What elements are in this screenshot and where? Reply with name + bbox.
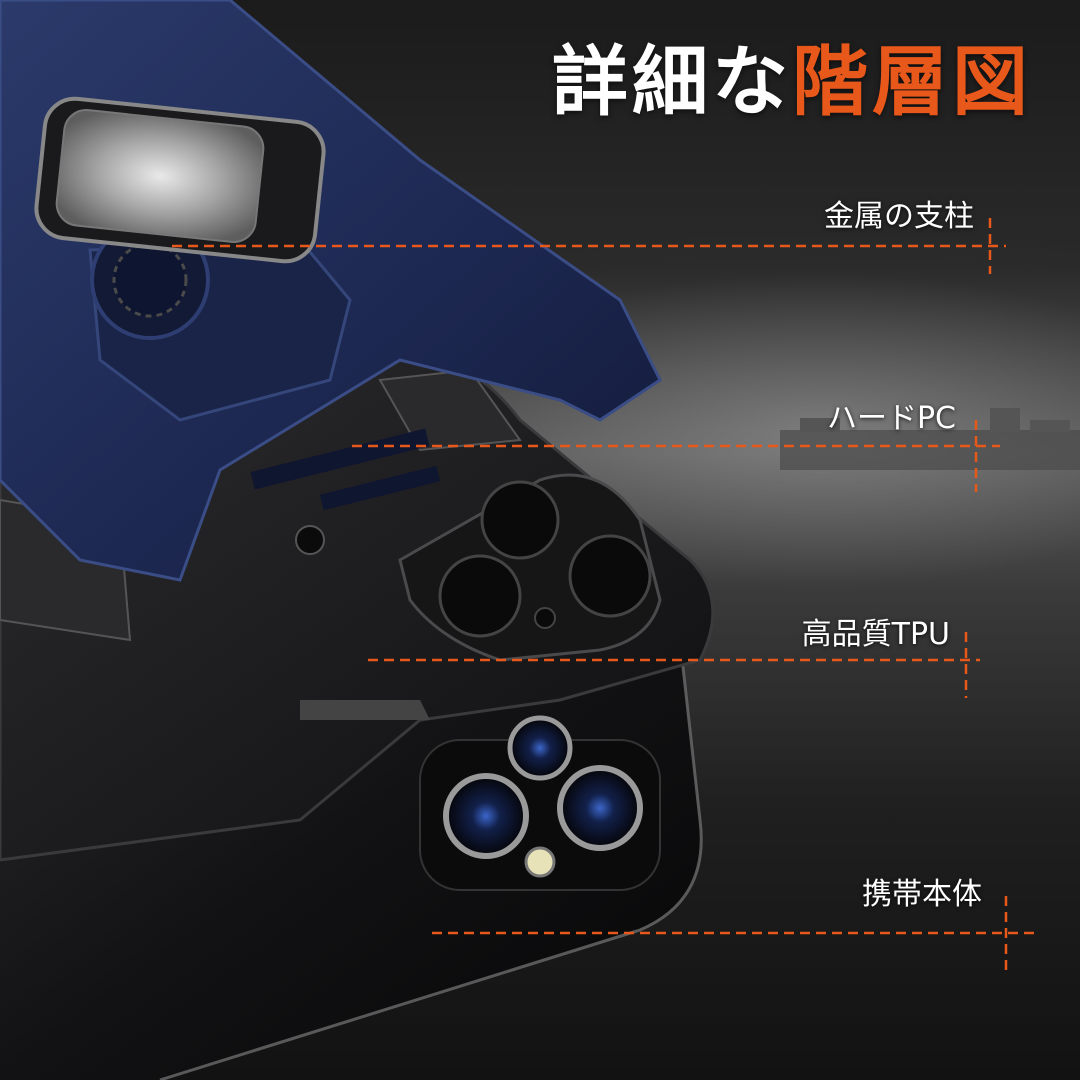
callout-lines	[172, 218, 1034, 974]
callout-label-hard-pc: ハードPC	[826, 401, 956, 436]
title-orange-part: 階層図	[792, 37, 1032, 126]
callout-label-tpu: 高品質TPU	[801, 617, 950, 652]
camera-lens-icon	[557, 765, 643, 851]
page-title: 詳細な階層図	[552, 44, 1032, 120]
blue-hard-shell	[0, 0, 662, 582]
flash-icon	[524, 846, 556, 878]
callout-label-metal-stand: 金属の支柱	[824, 199, 974, 234]
city-skyline	[780, 408, 1080, 470]
camera-lens-icon	[507, 715, 573, 781]
callout-label-phone-body: 携帯本体	[862, 877, 982, 912]
camera-lens-icon	[443, 773, 529, 859]
title-white-part: 詳細な	[552, 37, 792, 126]
